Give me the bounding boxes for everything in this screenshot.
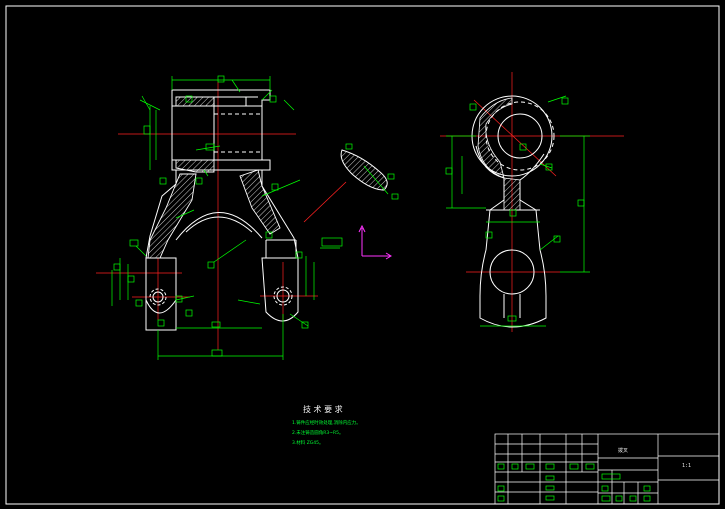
technical-requirements-title: 技 术 要 求 [303,405,343,414]
technical-requirements-line: 3.材料 ZG45。 [292,441,324,446]
removed-section [303,143,399,223]
technical-requirements-line: 1.铸件应经时效处理,消除内应力。 [292,421,361,426]
side-view-dimension-tags [445,97,585,322]
title-block-cell-tags [497,463,651,502]
front-view-outline [145,89,299,331]
drawing-frame [5,5,720,505]
front-view [96,75,399,360]
technical-requirements-line: 2.未注铸造圆角R3~R5。 [292,431,344,436]
front-view-dimensions [111,76,340,360]
front-view-dimension-tags [113,75,343,357]
title-block [494,433,720,505]
side-view-hatch [477,97,521,211]
side-view [440,72,624,332]
side-view-centerlines [440,72,624,332]
view-direction-arrow [358,224,392,260]
title-block-drawing-no: 1:1 [682,463,692,469]
front-view-centerlines [96,82,318,350]
title-block-part-name: 拨叉 [618,448,629,454]
front-view-section-hatch [147,96,281,259]
side-view-dimensions [446,95,590,327]
